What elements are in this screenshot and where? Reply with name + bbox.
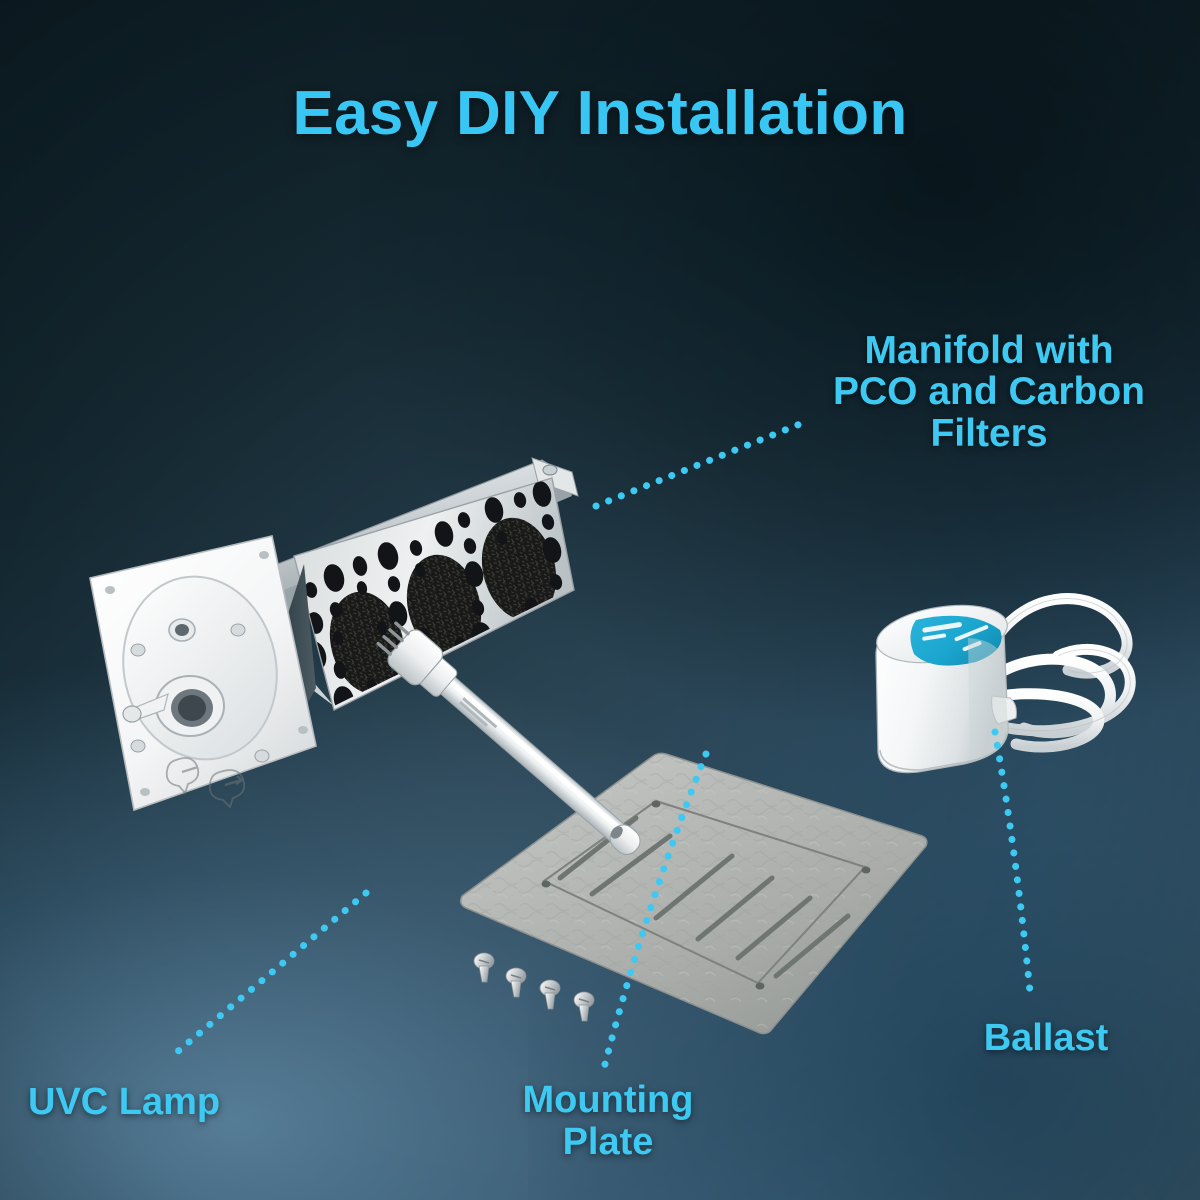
callout-label-manifold: Manifold with PCO and Carbon Filters xyxy=(800,330,1178,454)
carbon-filter-disc xyxy=(329,591,405,695)
manifold-illustration xyxy=(89,457,579,812)
manifold-screw xyxy=(542,464,558,476)
callout-line: UVC Lamp xyxy=(28,1081,221,1123)
ballast-label-text xyxy=(922,622,989,652)
plate-corner-hole xyxy=(541,880,551,888)
faceplate-small-port-bore xyxy=(175,624,189,636)
callout-label-mounting-plate: Mounting Plate xyxy=(468,1079,748,1164)
screw xyxy=(539,979,561,1010)
uvc-lamp-assembly xyxy=(376,621,641,855)
faceplate-hole xyxy=(259,551,269,559)
airflow-icon-left xyxy=(165,757,200,795)
callout-label-uvc-lamp: UVC Lamp xyxy=(28,1081,308,1123)
callout-label-ballast: Ballast xyxy=(936,1017,1156,1059)
screw xyxy=(573,991,595,1022)
callout-line: Manifold with xyxy=(864,329,1114,372)
product-uvc-lamp xyxy=(345,612,715,902)
callout-line: Filters xyxy=(930,411,1048,455)
hub-screw xyxy=(230,623,246,637)
faceplate-hole xyxy=(140,788,150,796)
product-screws xyxy=(468,948,618,1028)
hub-screw xyxy=(254,749,270,763)
plate-corner-hole xyxy=(755,982,765,990)
callout-line: Mounting xyxy=(522,1079,694,1121)
faceplate-hole xyxy=(105,586,115,594)
screw xyxy=(505,967,527,998)
hub-screw xyxy=(130,739,146,753)
uvc-lamp-print xyxy=(458,700,489,727)
uvc-lamp-base xyxy=(387,629,444,686)
plate-corner-hole xyxy=(861,866,871,874)
hub-screw xyxy=(130,643,146,657)
ballast-illustration xyxy=(875,593,1136,774)
faceplate-latch-knob xyxy=(122,705,142,723)
uvc-lamp-illustration xyxy=(376,621,641,855)
lamp-pin xyxy=(376,641,392,656)
page-title: Easy DIY Installation xyxy=(292,79,908,148)
product-manifold xyxy=(72,438,652,888)
faceplate-hole xyxy=(298,726,308,734)
lamp-pin xyxy=(388,628,404,643)
product-ballast xyxy=(858,578,1148,808)
uvc-lamp-highlight xyxy=(428,662,625,834)
uvc-lamp-print xyxy=(462,697,498,729)
screw xyxy=(473,952,495,983)
uvc-lamp-pins xyxy=(376,621,410,656)
screws-illustration xyxy=(473,952,595,1022)
lamp-pin xyxy=(382,635,398,649)
callout-line: PCO and Carbon xyxy=(832,370,1146,414)
plate-slot xyxy=(695,875,775,942)
plate-slot xyxy=(773,913,851,979)
ballast-cord-outline xyxy=(985,598,1131,732)
plate-slot xyxy=(735,895,813,961)
faceplate-lamp-bore-inner xyxy=(178,695,206,721)
callout-line: Ballast xyxy=(983,1017,1109,1059)
callout-line: Plate xyxy=(562,1120,654,1163)
ballast-cord-exit xyxy=(991,695,1017,725)
lamp-pin xyxy=(394,621,410,636)
airflow-icon-group xyxy=(165,757,246,809)
airflow-icon-right xyxy=(208,769,246,809)
